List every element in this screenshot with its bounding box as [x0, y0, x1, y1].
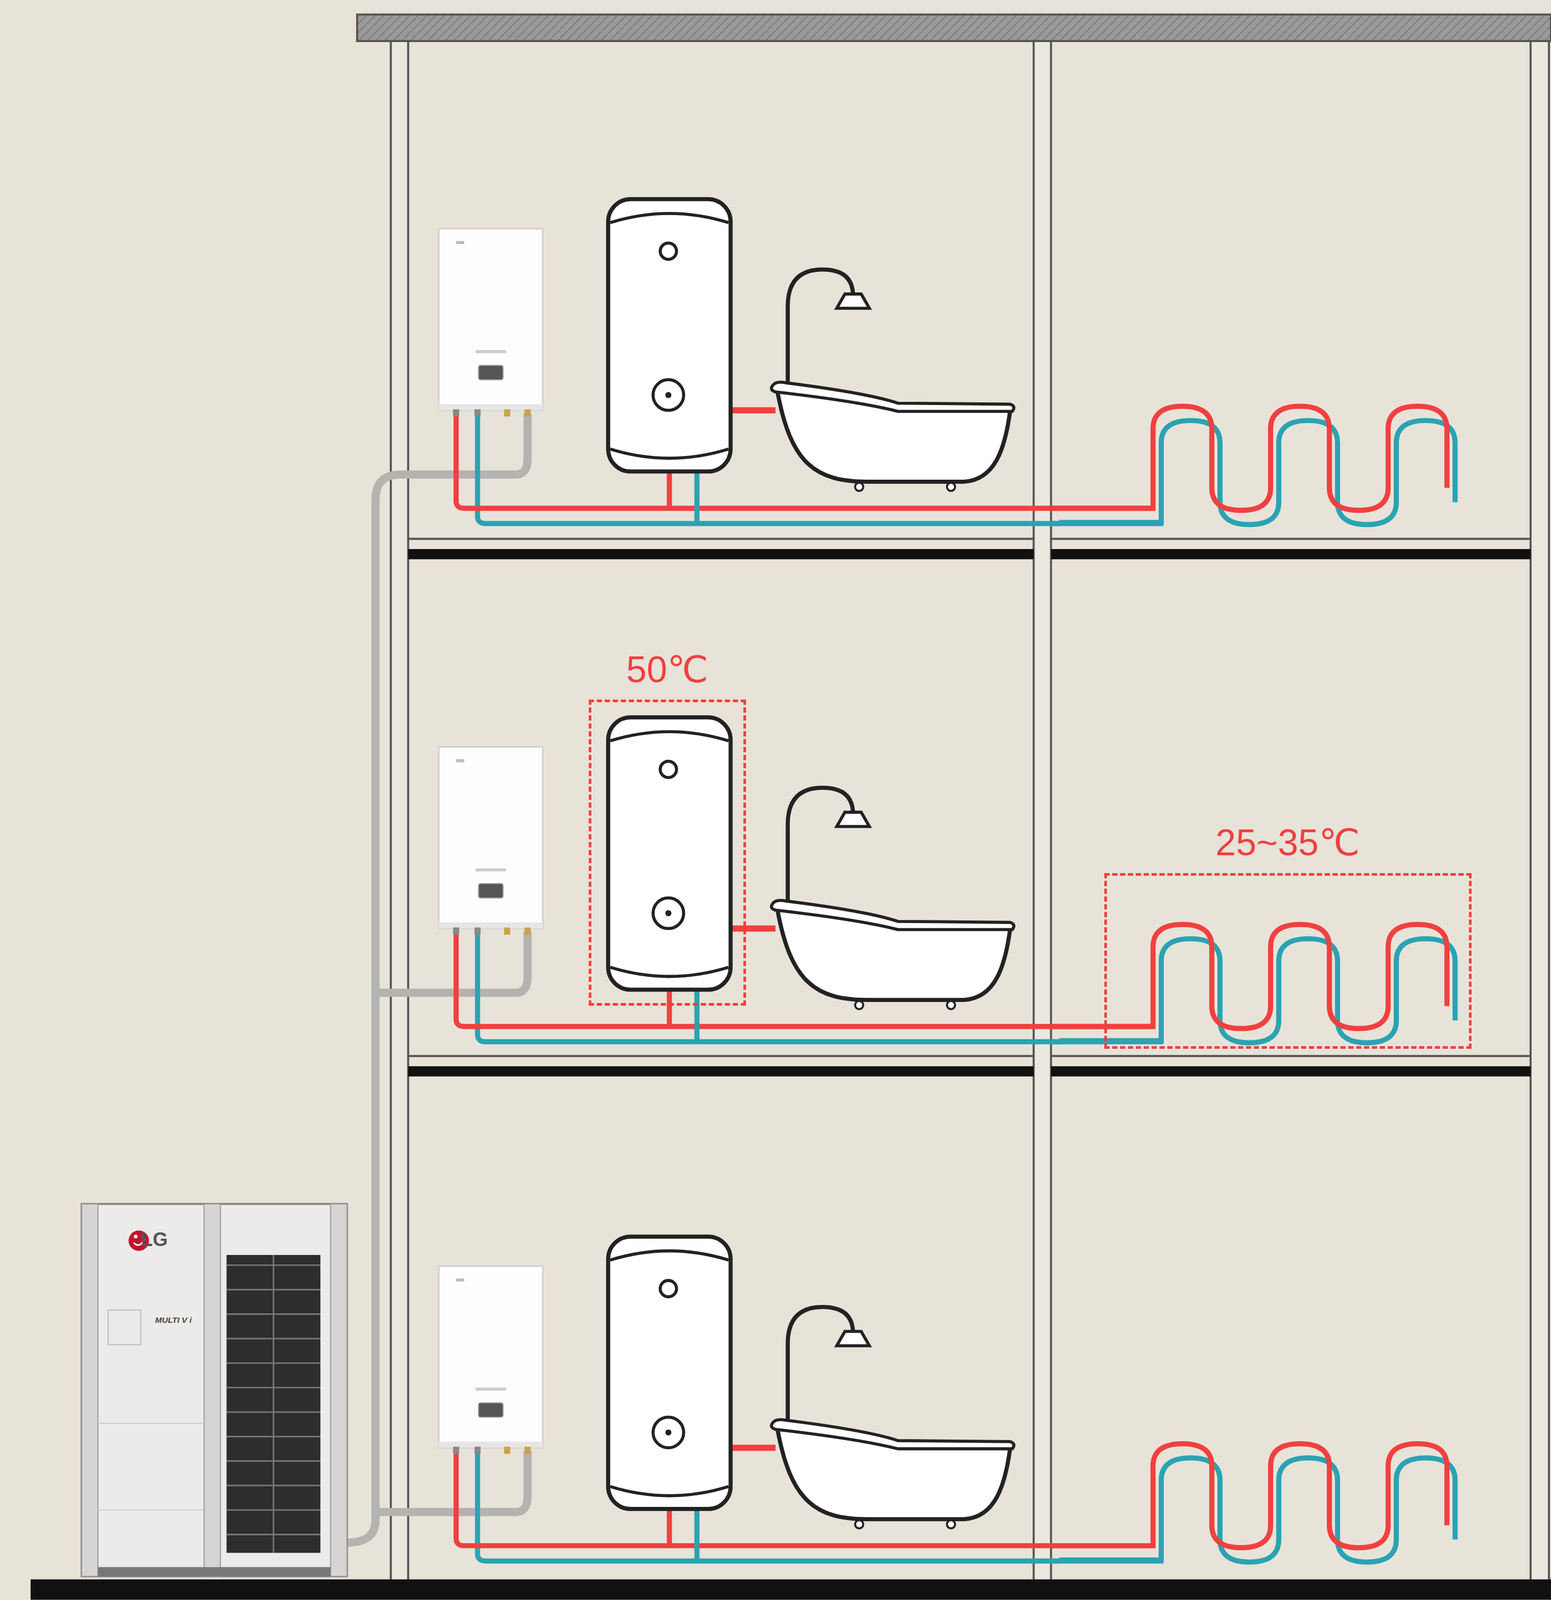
- outdoor-unit: [81, 1204, 347, 1577]
- model-name: MULTI V i: [155, 1316, 192, 1325]
- temperature-label: 50℃: [626, 651, 709, 689]
- temperature-label: 25~35℃: [1215, 824, 1360, 862]
- floor-equipment: [346, 199, 1455, 1563]
- building-structure: [30, 14, 1551, 1600]
- outdoor-unit-box: LG MULTI V i: [81, 1204, 347, 1577]
- brand-logo-text: LG: [141, 1230, 168, 1251]
- temperature-callout-box: 50℃: [588, 699, 747, 1006]
- temperature-callout-box: 25~35℃: [1104, 873, 1472, 1050]
